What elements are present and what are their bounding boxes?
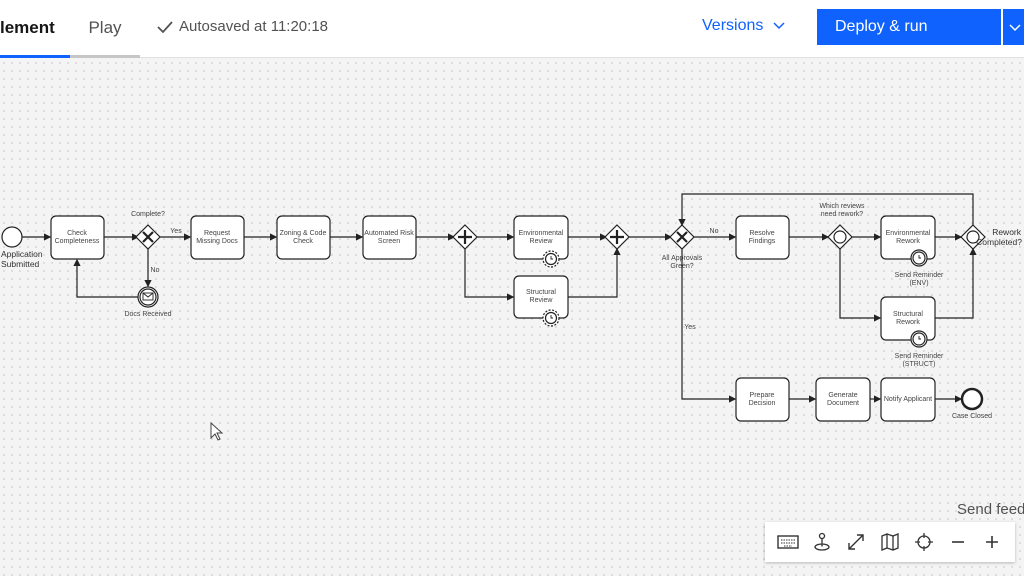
send-feedback-link[interactable]: Send feed — [957, 501, 1024, 518]
label-start: Application Submitted — [1, 249, 43, 269]
diagram-label: All Approvals — [662, 255, 703, 262]
diagram-label: Send Reminder — [895, 353, 944, 360]
task-resolve-findings[interactable] — [735, 215, 790, 260]
diagram-label: Check — [67, 230, 87, 237]
label-rework-done-2: Completed? — [976, 237, 1022, 247]
diagram-label: Rework — [896, 238, 920, 245]
versions-label: Versions — [702, 17, 764, 34]
end-event[interactable] — [960, 387, 984, 411]
diagram-label: Notify Applicant — [884, 396, 932, 403]
diagram-label: Send Reminder — [895, 272, 944, 279]
diagram-label: Resolve — [749, 230, 774, 237]
deploy-options-button[interactable] — [1003, 9, 1024, 45]
autosave-status: Autosaved at 11:20:18 — [157, 18, 328, 35]
keyboard-icon[interactable] — [775, 529, 801, 555]
chevron-down-icon — [773, 22, 785, 30]
task-generate-document[interactable] — [815, 377, 871, 422]
diagram-label: Green? — [670, 263, 693, 270]
task-struct-rework[interactable] — [880, 296, 936, 341]
center-icon[interactable] — [911, 529, 937, 555]
fit-icon[interactable] — [843, 529, 869, 555]
task-struct-review[interactable] — [513, 275, 569, 319]
diagram-label: No — [151, 267, 160, 274]
diagram-label: Docs Received — [124, 311, 171, 318]
start-event[interactable] — [1, 226, 23, 248]
diagram-label: Case Closed — [952, 413, 992, 420]
tab-play[interactable]: Play — [70, 0, 140, 58]
mouse-pointer-icon — [210, 422, 224, 441]
deploy-run-button[interactable]: Deploy & run — [817, 9, 1001, 45]
pin-icon[interactable] — [809, 529, 835, 555]
diagram-label: Screen — [378, 238, 400, 245]
task-env-rework[interactable] — [880, 215, 936, 260]
diagram-label: (STRUCT) — [902, 361, 935, 368]
diagram-label: Yes — [684, 324, 696, 331]
diagram-label: Structural — [526, 289, 556, 296]
diagram-label: Request — [204, 230, 230, 237]
diagram-label: Decision — [749, 400, 776, 407]
versions-dropdown[interactable]: Versions — [702, 17, 785, 35]
minimap-icon[interactable] — [877, 529, 903, 555]
diagram-label: Environmental — [886, 230, 931, 237]
task-request-missing-docs[interactable] — [190, 215, 245, 260]
diagram-label: Review — [530, 238, 554, 245]
diagram-label: Generate — [828, 392, 857, 399]
tab-implement[interactable]: lement — [0, 0, 70, 58]
canvas-toolbar — [765, 522, 1015, 562]
zoom-in-icon[interactable] — [979, 529, 1005, 555]
label-rework-done: Rework — [992, 227, 1022, 237]
sequence-flows — [22, 193, 977, 403]
task-check-completeness[interactable] — [50, 215, 105, 260]
task-zoning-check[interactable] — [276, 215, 331, 260]
diagram-label: Environmental — [519, 230, 564, 237]
clock-icon — [550, 255, 921, 340]
diagram-label: Yes — [170, 228, 182, 235]
task-risk-screen[interactable] — [362, 215, 417, 260]
diagram-label: Which reviews — [819, 203, 865, 210]
diagram-label: Complete? — [131, 211, 165, 218]
task-env-review[interactable] — [513, 215, 569, 260]
diagram-label: Completeness — [55, 238, 100, 245]
chevron-down-icon — [1009, 24, 1021, 32]
task-prepare-decision[interactable] — [735, 377, 790, 422]
diagram-label: Prepare — [750, 392, 775, 399]
diagram-label: Missing Docs — [196, 238, 238, 245]
diagram-label: Findings — [749, 238, 776, 245]
diagram-label: need rework? — [821, 211, 864, 218]
envelope-icon — [142, 292, 154, 301]
diagram-label: Review — [530, 297, 554, 304]
task-notify-applicant[interactable] — [880, 377, 936, 422]
checkmark-icon — [157, 20, 173, 33]
diagram-label: Automated Risk — [364, 230, 414, 237]
diagram-label: No — [710, 228, 719, 235]
diagram-label: Zoning & Code — [280, 230, 327, 237]
header: lement Play Autosaved at 11:20:18 Versio… — [0, 0, 1024, 58]
diagram-label: Check — [293, 238, 313, 245]
diagram-label: Rework — [896, 319, 920, 326]
diagram-label: (ENV) — [909, 280, 928, 287]
zoom-out-icon[interactable] — [945, 529, 971, 555]
diagram-label: Structural — [893, 311, 923, 318]
autosave-text: Autosaved at 11:20:18 — [179, 18, 329, 35]
diagram-label: Document — [827, 400, 859, 407]
